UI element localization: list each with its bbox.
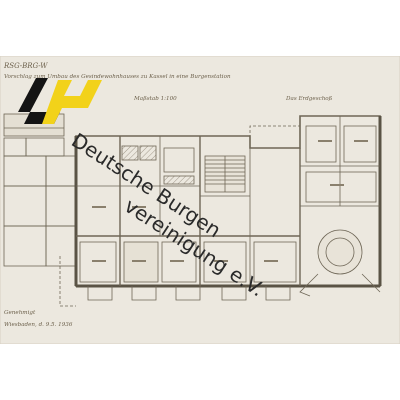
staircase: [204, 155, 246, 193]
approval-note: Genehmigt: [4, 310, 36, 316]
date-note: Wiesbaden, d. 9.5. 1936: [4, 322, 73, 328]
floor-plan-sheet: RSG-BRG-W Vorschlag zum Umbau des Gesind…: [0, 56, 400, 344]
floor-plan-drawing: [3, 113, 382, 307]
floor-title: Das Erdgeschoß: [285, 96, 333, 102]
round-tower: [299, 229, 381, 297]
sheet-scale: Maßstab 1:100: [133, 96, 177, 102]
burgenvereinigung-logo: [18, 78, 102, 124]
sheet-reference: RSG-BRG-W: [3, 62, 48, 70]
sheet-heading: Vorschlag zum Umbau des Gesindewohnhause…: [4, 74, 231, 80]
plan-annotations: [92, 140, 368, 262]
logo-yellow-mark: [42, 80, 102, 124]
